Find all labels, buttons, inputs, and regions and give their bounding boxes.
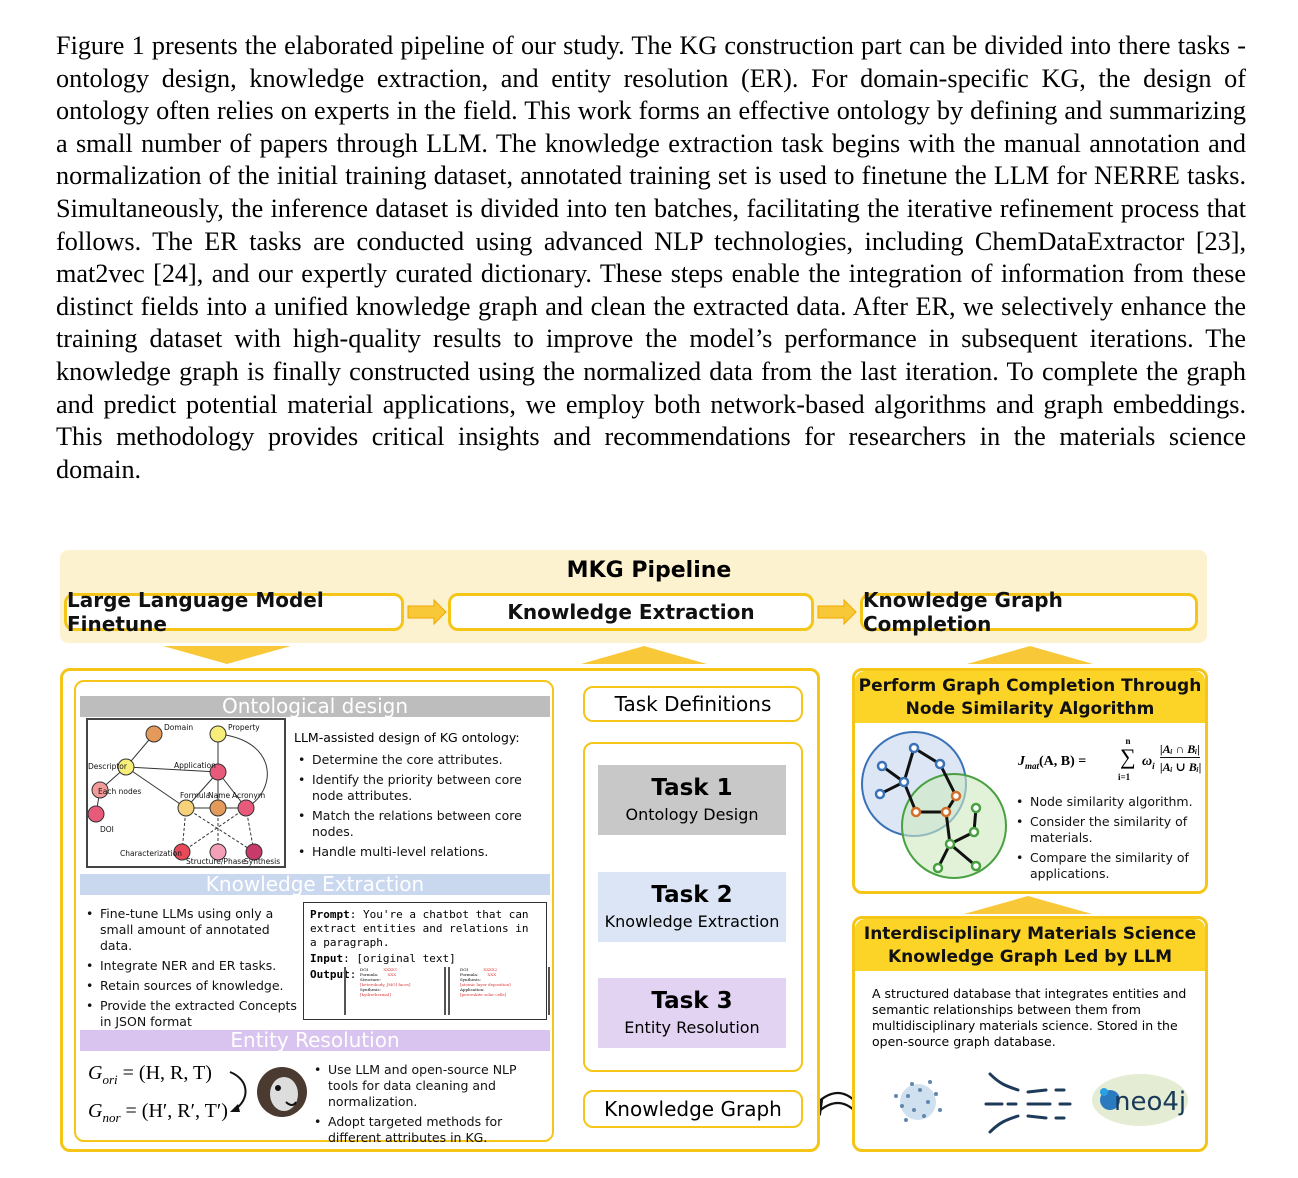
curved-arrow-icon — [229, 1071, 247, 1112]
arrow-right-icon — [407, 598, 857, 626]
input-label: Input — [310, 952, 344, 965]
ontological-design-header: Ontological design — [80, 696, 550, 717]
ontology-bullets: Determine the core attributes. Identify … — [294, 752, 544, 864]
ontology-graph: Domain Property Descriptor Application E… — [87, 723, 280, 866]
task-definitions-box: Task Definitions — [583, 686, 803, 722]
task-title: Task 1 — [651, 775, 733, 801]
bullet-item: Retain sources of knowledge. — [82, 978, 300, 994]
stage-label: Knowledge Graph Completion — [863, 588, 1063, 636]
task-2: Task 2 Knowledge Extraction — [598, 872, 786, 942]
node-label-domain: Domain — [164, 723, 193, 732]
equation-original: Gori = (H, R, T) — [88, 1062, 212, 1087]
json-object-2: DOI XXXX2 Formula: XXX Synthesis: [atomi… — [444, 967, 550, 1015]
node-similarity-graph — [861, 731, 1007, 879]
neo4j-logo: neo4j — [1092, 1074, 1188, 1126]
node-label-formula: Formula — [180, 791, 210, 800]
entity-resolution-header: Entity Resolution — [80, 1030, 550, 1051]
bullet-item: Integrate NER and ER tasks. — [82, 958, 300, 974]
bullet-item: Match the relations between core nodes. — [294, 808, 544, 840]
bullet-item: Node similarity algorithm. — [1012, 794, 1202, 810]
stage-kg-completion: Knowledge Graph Completion — [860, 588, 1198, 636]
bullet-item: Identify the priority between core node … — [294, 772, 544, 804]
stage-knowledge-extraction: Knowledge Extraction — [448, 593, 814, 631]
materials-kg-description: A structured database that integrates en… — [872, 986, 1187, 1049]
bullet-item: Use LLM and open-source NLP tools for da… — [310, 1062, 550, 1110]
node-label-name: Name — [208, 791, 231, 800]
node-label-each-nodes: Each nodes — [98, 787, 141, 796]
svg-text:neo4j: neo4j — [1114, 1087, 1186, 1117]
completion-bullets: Node similarity algorithm. Consider the … — [1012, 794, 1202, 886]
node-label-descriptor: Descriptor — [88, 762, 128, 771]
task-title: Task 3 — [651, 988, 733, 1014]
bullet-item: Fine-tune LLMs using only a small amount… — [82, 906, 300, 954]
bullet-item: Consider the similarity of materials. — [1012, 814, 1202, 846]
node-label-acronym: Acronym — [232, 791, 265, 800]
node-label-characterization: Characterization — [120, 849, 182, 858]
task-1: Task 1 Ontology Design — [598, 765, 786, 835]
ontology-diagram: Domain Property Descriptor Application E… — [86, 718, 286, 868]
knowledge-graph-box: Knowledge Graph — [583, 1090, 803, 1128]
materials-kg-title: Interdisciplinary Materials Science Know… — [855, 919, 1205, 971]
prompt-example-box: Prompt: You're a chatbot that can extrac… — [303, 902, 550, 1020]
network-cloud-icon — [894, 1080, 942, 1122]
json-output-example: DOI XXXX1 Formula: XXX Structure: [heter… — [344, 967, 550, 1017]
bullet-item: Determine the core attributes. — [294, 752, 544, 768]
node-label-doi: DOI — [100, 825, 114, 834]
stage-label: Large Language Model Finetune — [67, 588, 324, 636]
bullet-item: Provide the extracted Concepts in JSON f… — [82, 998, 300, 1030]
knowledge-graph-label: Knowledge Graph — [604, 1097, 782, 1121]
extraction-bullets: Fine-tune LLMs using only a small amount… — [82, 906, 300, 1034]
output-text: : — [349, 968, 357, 981]
task-subtitle: Ontology Design — [625, 805, 759, 824]
task-title: Task 2 — [651, 882, 733, 908]
data-flow-lines — [984, 1072, 1072, 1134]
graph-database-illustration: neo4j — [894, 1072, 1188, 1134]
triangle-connectors — [163, 646, 1093, 914]
output-label: Output — [310, 968, 350, 981]
json-object-1: DOI XXXX1 Formula: XXX Structure: [heter… — [344, 967, 450, 1015]
resolution-bullets: Use LLM and open-source NLP tools for da… — [310, 1062, 550, 1150]
node-label-application: Application — [174, 761, 216, 770]
task-subtitle: Knowledge Extraction — [604, 912, 780, 931]
ontology-intro: LLM-assisted design of KG ontology: — [294, 730, 520, 745]
bullet-item: Compare the similarity of applications. — [1012, 850, 1202, 882]
node-label-structure: Structure/Phase — [186, 857, 246, 866]
bullet-item: Adopt targeted methods for different att… — [310, 1114, 550, 1146]
node-label-synthesis: Synthesis — [244, 857, 280, 866]
bullet-item: Handle multi-level relations. — [294, 844, 544, 860]
body-paragraph: Figure 1 presents the elaborated pipelin… — [56, 31, 1246, 484]
stage-llm-finetune: Large Language Model Finetune — [64, 588, 404, 636]
stage-label: Knowledge Extraction — [507, 600, 755, 624]
node-label-property: Property — [228, 723, 260, 732]
task-3: Task 3 Entity Resolution — [598, 978, 786, 1048]
input-text: : [original text] — [343, 952, 456, 965]
knowledge-extraction-header: Knowledge Extraction — [80, 874, 550, 895]
task-definitions-label: Task Definitions — [614, 692, 772, 716]
similarity-formula: Jmat(A, B) = n ∑ i=1 ωi |Aᵢ ∩ Bᵢ| |Aᵢ ∪ … — [1018, 736, 1202, 782]
prompt-text: : You're a chatbot that can extract enti… — [310, 908, 529, 949]
graph-completion-title: Perform Graph Completion Through Node Si… — [855, 671, 1205, 723]
task-subtitle: Entity Resolution — [624, 1018, 760, 1037]
figure-title: MKG Pipeline — [566, 558, 732, 583]
equation-normalized: Gnor = (H′, R′, T′) — [88, 1100, 228, 1125]
llm-mascot-icon — [257, 1067, 307, 1117]
prompt-label: Prompt — [310, 908, 350, 921]
